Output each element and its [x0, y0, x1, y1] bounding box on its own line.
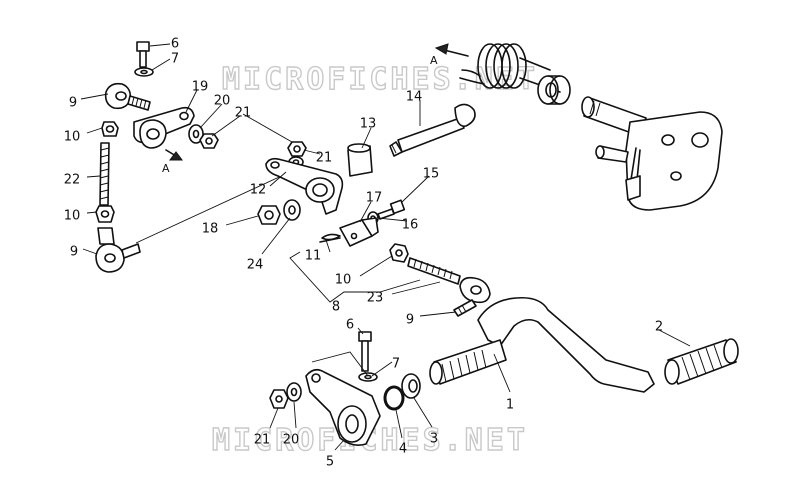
callout-c21a: 21	[235, 106, 252, 121]
shaft-14	[389, 103, 476, 157]
callout-c19: 19	[192, 80, 209, 95]
nut-10-lower	[95, 205, 115, 223]
threaded-rod-23	[407, 257, 461, 285]
callout-c21b: 21	[316, 151, 333, 166]
callout-c12: 12	[250, 183, 267, 198]
nut-21-upper	[199, 133, 219, 149]
bush-13	[347, 143, 373, 177]
group-8-bracket	[289, 251, 421, 303]
callout-c13: 13	[360, 117, 377, 132]
nut-21-lower	[269, 389, 289, 409]
o-ring-4	[383, 385, 405, 411]
selector-plate	[595, 111, 723, 211]
callout-c10a: 10	[64, 130, 81, 145]
washer-24	[283, 199, 301, 221]
callout-c6b: 6	[346, 318, 354, 333]
clevis-17	[339, 217, 379, 247]
callout-c17: 17	[366, 191, 383, 206]
clip-11	[319, 233, 341, 243]
callout-c6a: 6	[171, 37, 179, 52]
callout-c8: 8	[332, 300, 340, 315]
callout-c4: 4	[399, 442, 407, 457]
ball-joint-9-upper	[104, 82, 151, 111]
callout-c16: 16	[402, 218, 419, 233]
bolt-6-upper	[136, 41, 150, 68]
spacer-ring	[537, 75, 571, 105]
callout-c20b: 20	[283, 433, 300, 448]
callout-c7a: 7	[171, 52, 179, 67]
washer-20-upper	[188, 124, 204, 144]
svg-text:A: A	[430, 54, 438, 67]
ball-joint-9-mid	[453, 276, 491, 317]
leader-lines	[80, 43, 691, 451]
callout-c9a: 9	[69, 96, 77, 111]
washer-3	[401, 373, 421, 399]
callout-c7b: 7	[392, 357, 400, 372]
callout-c14: 14	[406, 90, 423, 105]
callout-c21c: 21	[254, 433, 271, 448]
leader-ball-joint-to-lever-12	[135, 171, 291, 244]
callout-c9c: 9	[406, 313, 414, 328]
callout-c10c: 10	[335, 273, 352, 288]
callout-c2: 2	[655, 320, 663, 335]
callout-c20a: 20	[214, 94, 231, 109]
pedal-lever-1	[429, 296, 655, 393]
callout-c9b: 9	[70, 245, 78, 260]
callout-c18: 18	[202, 222, 219, 237]
lever-5	[305, 368, 381, 446]
lever-19	[133, 106, 195, 149]
direction-arrow-a-lower: A	[162, 149, 183, 175]
direction-arrow-a-upper: A	[430, 43, 469, 67]
callout-labels: 6791920211022109211218241314151716111023…	[64, 37, 663, 470]
washer-7-upper	[134, 67, 154, 77]
callout-c11: 11	[305, 249, 322, 264]
lever-12	[265, 157, 344, 215]
callout-c22: 22	[64, 173, 81, 188]
callout-c10b: 10	[64, 209, 81, 224]
nut-10-mid	[389, 243, 409, 263]
threaded-rod-22	[99, 142, 110, 206]
ball-joint-9-lower	[95, 227, 141, 273]
bolt-6-lower	[358, 331, 372, 372]
svg-text:A: A	[162, 162, 170, 175]
callout-c3: 3	[430, 432, 438, 447]
return-spring	[459, 43, 561, 93]
watermark-top: MICROFICHES.NET	[222, 62, 538, 97]
callout-c23: 23	[367, 291, 384, 306]
callout-c5: 5	[326, 455, 334, 470]
foot-rubber-2	[664, 338, 739, 385]
callout-c24: 24	[247, 258, 264, 273]
callout-c1: 1	[506, 398, 514, 413]
callout-c15: 15	[423, 167, 440, 182]
nut-10-upper	[101, 121, 119, 137]
washer-20-lower	[286, 382, 302, 402]
bolt-15	[377, 199, 406, 220]
nut-18	[257, 205, 281, 225]
